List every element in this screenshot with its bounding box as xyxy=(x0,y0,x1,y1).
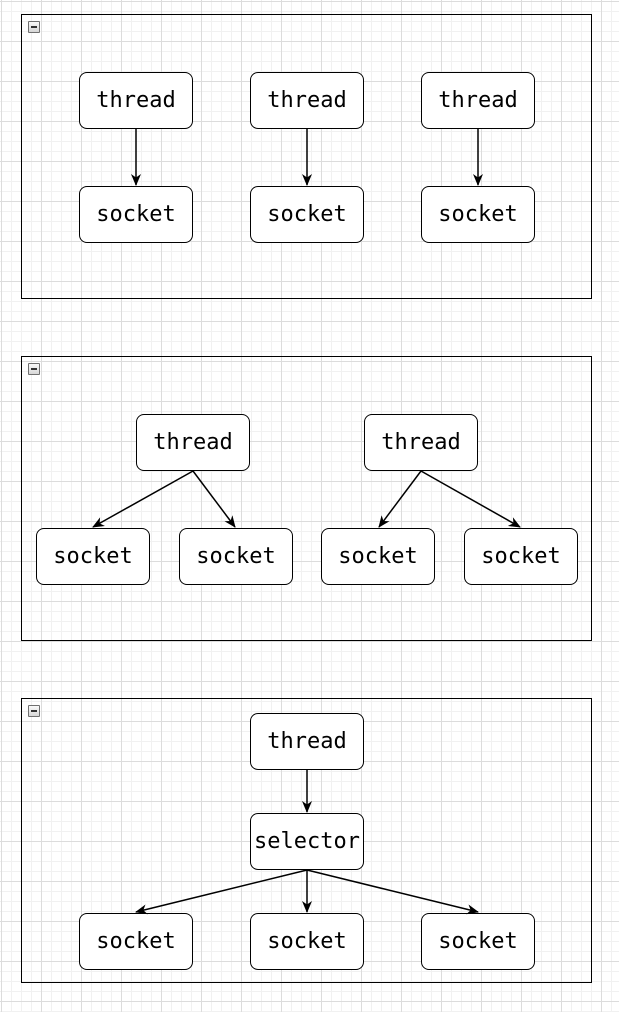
socket-node: socket xyxy=(464,528,578,585)
socket-node: socket xyxy=(79,186,193,243)
socket-node: socket xyxy=(179,528,293,585)
thread-node: thread xyxy=(136,414,250,471)
thread-node: thread xyxy=(79,72,193,129)
socket-node: socket xyxy=(250,186,364,243)
socket-node: socket xyxy=(421,913,535,970)
socket-node: socket xyxy=(250,913,364,970)
collapse-icon[interactable] xyxy=(28,21,40,33)
thread-node: thread xyxy=(421,72,535,129)
socket-node: socket xyxy=(79,913,193,970)
diagram-panel-3 xyxy=(21,698,592,983)
thread-node: thread xyxy=(364,414,478,471)
thread-node: thread xyxy=(250,72,364,129)
socket-node: socket xyxy=(421,186,535,243)
socket-node: socket xyxy=(36,528,150,585)
socket-node: socket xyxy=(321,528,435,585)
collapse-icon[interactable] xyxy=(28,705,40,717)
selector-node: selector xyxy=(250,813,364,870)
collapse-icon[interactable] xyxy=(28,363,40,375)
thread-node: thread xyxy=(250,713,364,770)
diagram-panel-2 xyxy=(21,356,592,641)
diagram-panel-1 xyxy=(21,14,592,299)
